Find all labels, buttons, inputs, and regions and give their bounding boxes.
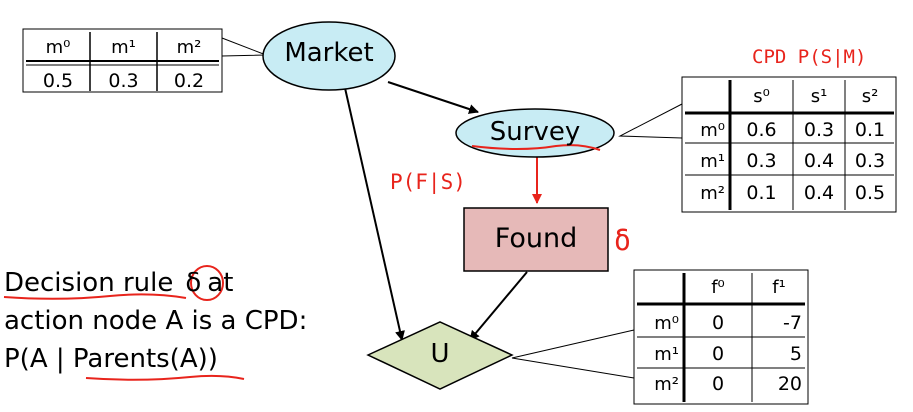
market-table-cell: 0.3 (108, 70, 139, 92)
survey-table-header: s¹ (810, 86, 828, 107)
survey-table-cell: 0.4 (803, 150, 835, 172)
edge-market-survey (387, 81, 479, 114)
market-node-shape (262, 21, 396, 91)
delta-annotation: δ (614, 224, 631, 257)
cpd-formula-prefix: P(A | (4, 344, 73, 374)
utility-table-header: f¹ (772, 277, 786, 298)
parents-underline (85, 374, 245, 381)
u-node-label[interactable]: U (430, 339, 450, 369)
decision-rule-at: at (207, 268, 234, 298)
utility-row-label: m⁰ (654, 313, 679, 334)
survey-table-header: s⁰ (753, 86, 770, 107)
survey-row-label: m⁰ (700, 120, 725, 141)
survey-node-label[interactable]: Survey (489, 117, 581, 147)
cpd-annotation: CPD P(S|M) (752, 46, 867, 68)
connector-market-table (221, 37, 267, 57)
market-table-cell: 0.5 (42, 70, 74, 92)
utility-table-cell: 20 (777, 373, 802, 395)
decision-rule-line-2: action node A is a CPD: (4, 306, 308, 336)
survey-row-label: m² (700, 183, 725, 204)
survey-row-label: m¹ (700, 151, 725, 172)
utility-table-cell: 0 (711, 373, 725, 395)
utility-table-cell: 0 (711, 312, 725, 334)
decision-rule-line-3: P(A | Parents(A)) (4, 344, 218, 374)
edge-market-u (344, 87, 405, 341)
utility-table-cell: 5 (789, 343, 802, 365)
survey-table-cell: 0.3 (854, 150, 886, 172)
u-node-shape (366, 321, 514, 390)
found-node-label[interactable]: Found (494, 223, 578, 254)
connector-utility-table (511, 329, 635, 379)
utility-table-header: f⁰ (711, 277, 725, 298)
market-table-header: m¹ (111, 37, 136, 58)
survey-underline-scribble (471, 144, 601, 151)
survey-table-cell: 0.1 (854, 119, 886, 141)
survey-table-cell: 0.6 (746, 119, 777, 141)
survey-table-header: s² (861, 86, 879, 107)
cpd-formula-suffix: ) (207, 344, 218, 374)
edge-found-u (469, 271, 528, 341)
survey-table-cell: 0.4 (803, 182, 835, 204)
decision-rule-label: Decision rule (4, 268, 174, 298)
survey-table-cell: 0.3 (746, 150, 777, 172)
survey-table-cell: 0.1 (746, 182, 777, 204)
utility-table-cell: 0 (711, 343, 725, 365)
utility-row-label: m¹ (654, 344, 679, 365)
connector-survey-table (618, 103, 683, 139)
found-node-shape (463, 207, 609, 272)
utility-row-label: m² (654, 374, 679, 395)
pfs-annotation: P(F|S) (390, 170, 466, 194)
market-table-cell: 0.2 (173, 70, 205, 92)
survey-table-cell: 0.5 (854, 182, 886, 204)
market-table-header: m⁰ (45, 37, 71, 58)
delta-symbol: δ (185, 268, 202, 298)
decision-rule-underline (3, 293, 187, 300)
survey-table-border (681, 76, 897, 213)
parents-term: Parents(A) (72, 344, 208, 374)
market-node-label[interactable]: Market (284, 38, 374, 68)
utility-table-cell: -7 (783, 312, 802, 334)
market-table-header: m² (176, 37, 202, 58)
survey-table-cell: 0.3 (803, 119, 835, 141)
delta-circle (190, 265, 224, 301)
